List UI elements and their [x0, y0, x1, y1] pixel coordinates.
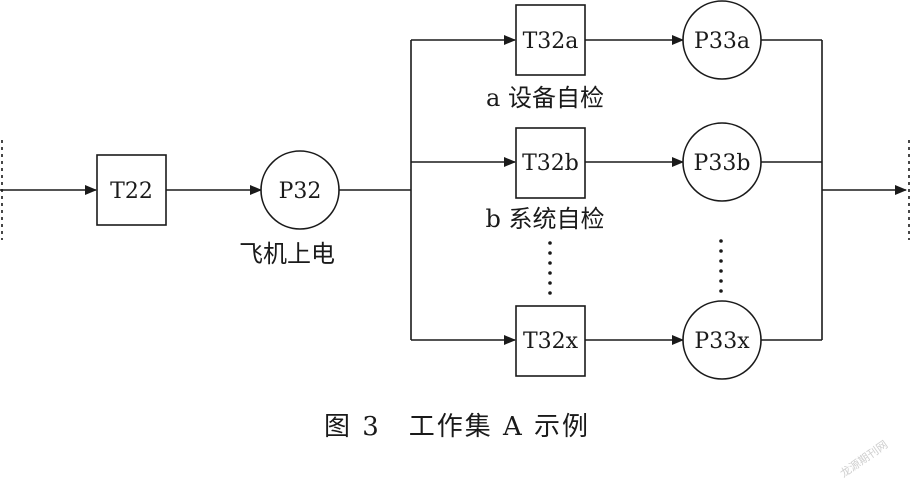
- place-p33a: P33a: [682, 0, 762, 80]
- figure-caption: 图 3 工作集 A 示例: [324, 412, 590, 442]
- place-p32: P32: [260, 150, 340, 230]
- ellipsis-places: [719, 239, 723, 293]
- place-p33b-label: P33b: [694, 151, 751, 176]
- transition-t32a: T32a: [515, 4, 586, 76]
- transition-t32a-label: T32a: [523, 29, 579, 54]
- place-p32-label: P32: [279, 179, 322, 204]
- place-p33x-label: P33x: [694, 329, 750, 354]
- transition-t22-label: T22: [110, 179, 153, 204]
- place-p33a-label: P33a: [694, 29, 750, 54]
- transition-t32b-label: T32b: [522, 151, 579, 176]
- place-p33b: P33b: [682, 122, 762, 202]
- place-p33x: P33x: [682, 300, 762, 380]
- label-p32-power-on: 飞机上电: [239, 240, 335, 268]
- ellipsis-transitions: [548, 241, 552, 295]
- transition-t32x-label: T32x: [523, 329, 579, 354]
- transition-t32b: T32b: [515, 127, 586, 199]
- transition-t32x: T32x: [515, 305, 586, 377]
- watermark-text: 龙源期刊网: [837, 437, 890, 480]
- transition-t22: T22: [96, 154, 167, 226]
- label-branch-b: b 系统自检: [486, 205, 605, 233]
- label-branch-a: a 设备自检: [486, 84, 604, 112]
